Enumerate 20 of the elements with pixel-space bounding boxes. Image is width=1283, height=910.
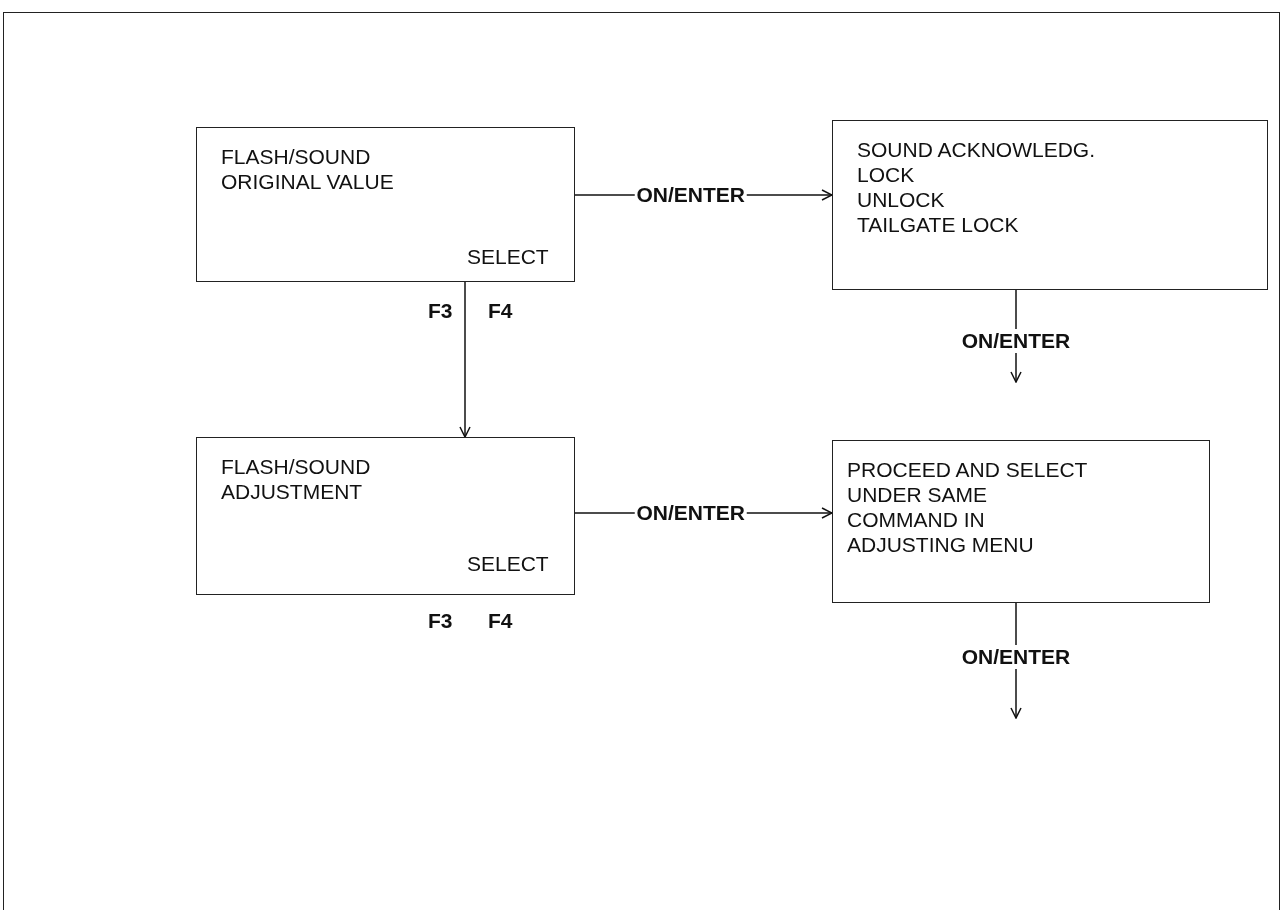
function-key-label: F3 — [428, 609, 453, 633]
function-key-label: F4 — [488, 609, 513, 633]
screen-box — [196, 437, 575, 595]
screen-text: SOUND ACKNOWLEDG. — [857, 137, 1097, 162]
screen-text: FLASH/SOUND ADJUSTMENT — [221, 454, 372, 504]
edge-label: ON/ENTER — [959, 328, 1073, 353]
screen-text: FLASH/SOUND ORIGINAL VALUE — [221, 144, 395, 194]
screen-text: UNLOCK — [857, 187, 946, 212]
arrow — [459, 281, 471, 438]
screen-box — [196, 127, 575, 282]
screen-text: PROCEED AND SELECT UNDER SAME COMMAND IN ADJUSTING MENU — [847, 457, 1088, 557]
screen-text: SELECT — [467, 244, 550, 269]
function-key-label: F3 — [428, 299, 453, 323]
screen-text: TAILGATE LOCK — [857, 212, 1020, 237]
screen-text: SELECT — [467, 551, 550, 576]
screen-box — [832, 120, 1268, 290]
function-key-label: F4 — [488, 299, 513, 323]
screen-text: LOCK — [857, 162, 916, 187]
screen-box — [832, 440, 1210, 603]
edge-label: ON/ENTER — [959, 645, 1073, 670]
